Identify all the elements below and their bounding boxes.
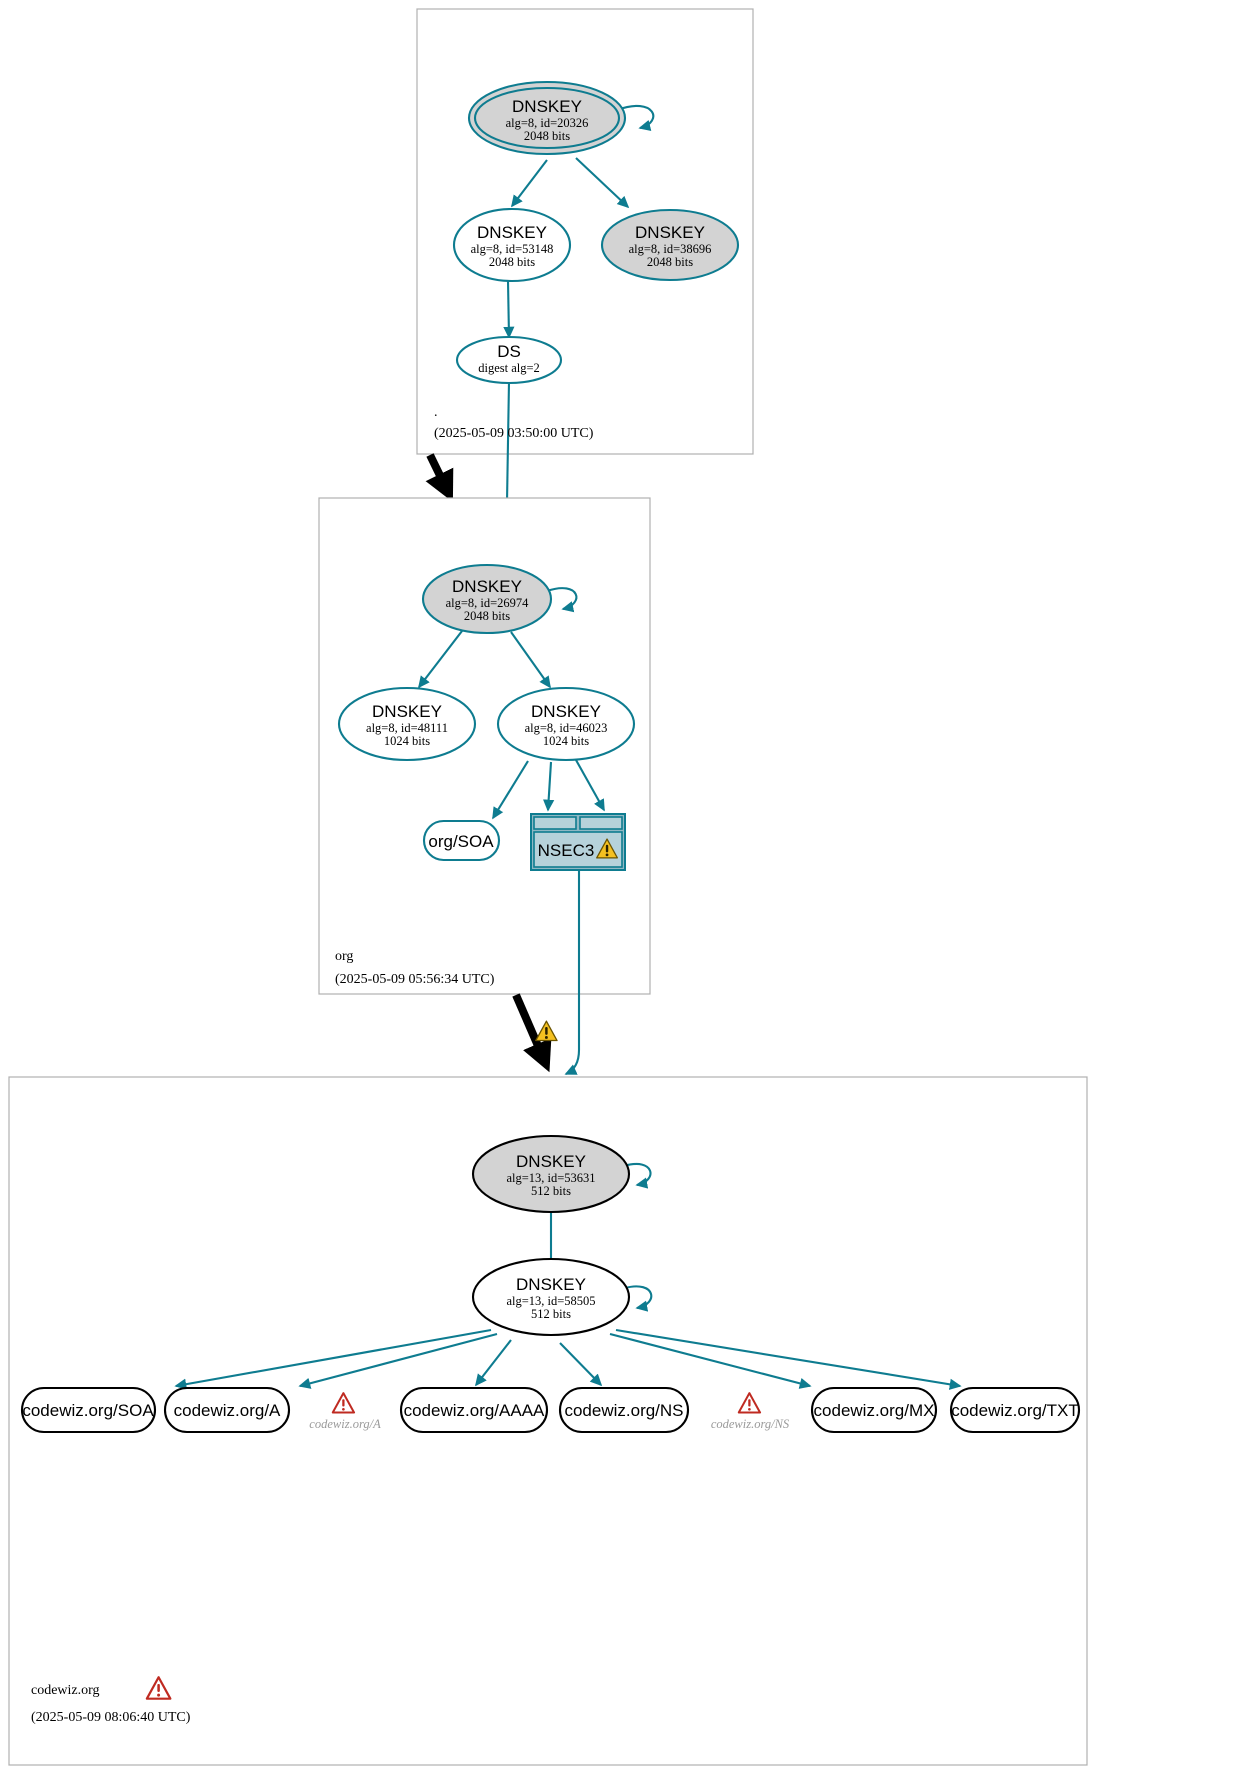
node-label-alg-id: alg=8, id=46023 [525,721,608,735]
node-cw-txt[interactable]: codewiz.org/TXT [949,1386,1081,1434]
edge-org-zsk-to-nsec3-right [575,759,605,812]
node-label-size: 1024 bits [543,734,589,748]
node-cw-ns[interactable]: codewiz.org/NS [558,1386,690,1434]
node-label-rrtype: DNSKEY [452,577,522,596]
edge-org-zsk-to-nsec3-left [543,761,555,812]
node-label-rrtype: DNSKEY [477,223,547,242]
node-org-soa[interactable]: org/SOA [422,819,501,862]
node-cw-zsk-58505[interactable]: DNSKEY alg=13, id=58505 512 bits [471,1257,631,1337]
node-root-ksk-20326[interactable]: DNSKEY alg=8, id=20326 2048 bits [467,80,627,156]
node-label-size: 512 bits [531,1184,571,1198]
delegation-warning-triangle-icon [535,1020,558,1042]
edge-cw-zsk-self [624,1285,653,1312]
edge-cw-ksk-self [623,1163,652,1189]
error-item-codewiz-a: codewiz.org/A [309,1392,381,1431]
node-label-size: 512 bits [531,1307,571,1321]
node-label-size: 2048 bits [489,255,535,269]
node-label-rrset: codewiz.org/TXT [951,1401,1079,1420]
node-label-rrtype: DS [497,342,521,361]
node-org-zsk-48111[interactable]: DNSKEY alg=8, id=48111 1024 bits [337,686,477,762]
edge-cw-zsk-to-ns [559,1342,603,1387]
node-cw-aaaa[interactable]: codewiz.org/AAAA [399,1386,549,1434]
node-cw-a[interactable]: codewiz.org/A [163,1386,291,1434]
node-label-size: 2048 bits [647,255,693,269]
edge-cw-zsk-to-a [298,1332,498,1389]
node-label-digest: digest alg=2 [478,361,540,375]
node-cw-ksk-53631[interactable]: DNSKEY alg=13, id=53631 512 bits [471,1134,631,1214]
edge-root-ksk-to-ksk38696 [575,157,630,209]
node-label-alg-id: alg=8, id=48111 [366,721,448,735]
edge-org-ksk-to-zsk48111 [418,630,463,689]
node-root-ds[interactable]: DS digest alg=2 [455,335,563,385]
edge-org-zsk-to-soa [492,760,529,820]
node-label-size: 2048 bits [524,129,570,143]
node-label-rrtype: DNSKEY [512,97,582,116]
node-label-rrset: codewiz.org/SOA [22,1401,154,1420]
edge-org-ksk-self [546,587,578,613]
node-cw-soa[interactable]: codewiz.org/SOA [20,1386,157,1434]
node-label-size: 2048 bits [464,609,510,623]
node-label-rrtype: DNSKEY [516,1152,586,1171]
error-item-codewiz-ns: codewiz.org/NS [711,1392,790,1431]
node-root-zsk-53148[interactable]: DNSKEY alg=8, id=53148 2048 bits [452,207,572,283]
node-label-rrtype: DNSKEY [516,1275,586,1294]
node-label-rrset: codewiz.org/NS [564,1401,683,1420]
node-label-alg-id: alg=13, id=53631 [506,1171,595,1185]
edge-cw-zsk-to-txt [615,1328,962,1390]
node-label-rrset: codewiz.org/AAAA [404,1401,545,1420]
node-label-rrtype: DNSKEY [531,702,601,721]
edge-root-zsk-to-ds [503,280,515,339]
edge-cw-zsk-to-mx [609,1332,812,1389]
node-label-alg-id: alg=13, id=58505 [506,1294,595,1308]
edge-cw-zsk-to-aaaa [475,1339,512,1387]
node-label-rrset: org/SOA [428,832,494,851]
node-label-rrtype: DNSKEY [372,702,442,721]
zone-timestamp-root: (2025-05-09 03:50:00 UTC) [434,426,594,441]
node-label-alg-id: alg=8, id=26974 [446,596,530,610]
node-label-rrset: codewiz.org/MX [814,1401,935,1420]
edge-root-ksk-to-zsk53148 [511,159,548,208]
edge-cw-zsk-to-soa [174,1328,492,1390]
edge-root-to-org-delegation [425,453,454,503]
node-label-rrtype: DNSKEY [635,223,705,242]
zone-label-org: org [335,949,353,964]
zone-label-root: . [434,405,438,420]
zone-label-codewiz: codewiz.org [31,1683,100,1698]
node-root-ksk-38696[interactable]: DNSKEY alg=8, id=38696 2048 bits [600,208,740,282]
error-label: codewiz.org/A [309,1417,381,1431]
error-label: codewiz.org/NS [711,1417,790,1431]
node-label-rrset: codewiz.org/A [174,1401,281,1420]
zone-timestamp-org: (2025-05-09 05:56:34 UTC) [335,972,495,987]
node-label-alg-id: alg=8, id=38696 [629,242,712,256]
edge-org-ksk-to-zsk46023 [510,631,551,689]
edge-org-to-codewiz-delegation [512,993,552,1073]
node-label-size: 1024 bits [384,734,430,748]
node-label-nsec3: NSEC3 [538,841,595,860]
node-org-ksk-26974[interactable]: DNSKEY alg=8, id=26974 2048 bits [421,563,553,635]
node-org-nsec3[interactable]: NSEC3 [530,813,626,871]
zone-timestamp-codewiz: (2025-05-09 08:06:40 UTC) [31,1710,191,1725]
edge-root-ksk-self [616,104,655,131]
node-label-alg-id: alg=8, id=20326 [506,116,589,130]
edge-nsec3-to-codewiz [564,871,581,1075]
node-cw-mx[interactable]: codewiz.org/MX [810,1386,938,1434]
node-org-zsk-46023[interactable]: DNSKEY alg=8, id=46023 1024 bits [496,686,636,762]
node-label-alg-id: alg=8, id=53148 [471,242,554,256]
